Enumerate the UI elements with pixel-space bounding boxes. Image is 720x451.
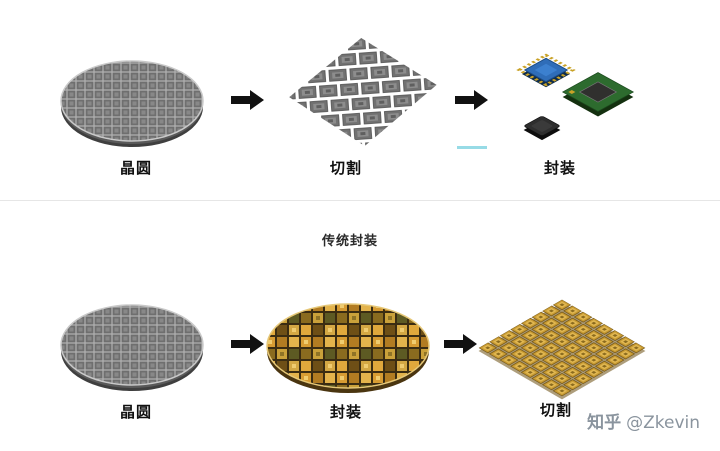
flow-caption: 传统封装 <box>321 234 378 249</box>
right-arrow-icon <box>231 87 265 113</box>
stage-label-wafer-bottom: 晶圆 <box>119 403 152 421</box>
black-chip-icon <box>523 116 561 141</box>
diced-gray-dies-illustration <box>287 36 439 148</box>
teal-accent-dash <box>457 146 487 149</box>
right-arrow-icon <box>455 87 489 113</box>
packaged-chips-illustration <box>512 48 644 148</box>
gray-wafer-illustration <box>58 54 206 152</box>
watermark: 知乎@Zkevin <box>587 408 700 433</box>
gold-bumped-wafer-illustration <box>264 300 432 396</box>
right-arrow-icon <box>231 331 265 357</box>
watermark-brand: 知乎 <box>587 413 622 433</box>
stage-label-package-top: 封装 <box>543 159 576 177</box>
gray-wafer-illustration <box>58 298 206 396</box>
section-divider <box>0 200 720 201</box>
diced-gold-dies-illustration <box>476 298 648 402</box>
watermark-handle: @Zkevin <box>626 413 700 433</box>
blue-chip-icon <box>516 53 576 88</box>
green-chip-icon <box>561 72 635 117</box>
right-arrow-icon <box>444 331 478 357</box>
stage-label-package-bottom: 封装 <box>329 403 362 421</box>
stage-label-wafer-top: 晶圆 <box>119 159 152 177</box>
stage-label-dicing-bottom: 切割 <box>539 401 572 419</box>
stage-label-dicing-top: 切割 <box>329 159 362 177</box>
